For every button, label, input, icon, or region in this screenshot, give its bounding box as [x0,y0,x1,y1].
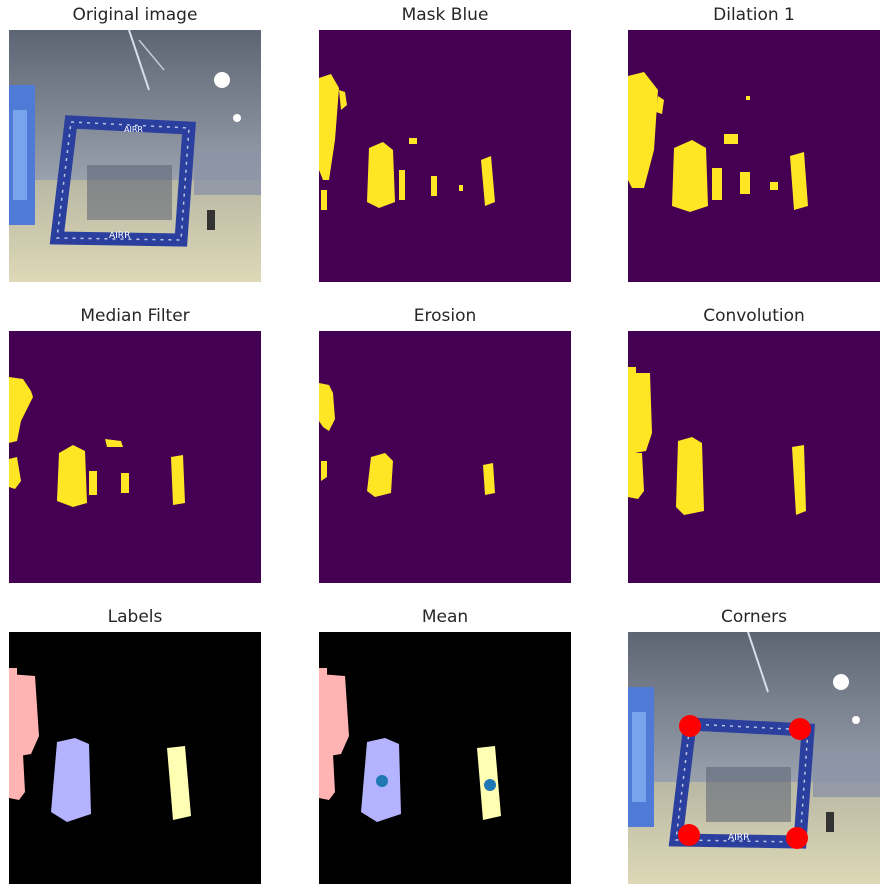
title-dilation: Dilation 1 [713,5,795,25]
convolution-panel [628,331,880,583]
mean-panel [319,632,571,884]
corner-dot-bottom-left [678,824,700,846]
corners-gate-text: AIRR [728,833,749,843]
original-image-panel: AIRR AIRR [9,30,261,282]
corners-panel: AIRR [628,632,880,884]
labels-panel [9,632,261,884]
mean-dot-2 [484,779,496,791]
title-erosion: Erosion [413,306,477,326]
gate-top-text: AIRR [124,125,143,134]
mean-dot-1 [376,775,388,787]
corner-dot-bottom-right [786,827,808,849]
corner-dot-top-left [679,715,701,737]
erosion-panel [319,331,571,583]
gate-bottom-text: AIRR [109,231,130,241]
dilation-panel [628,30,880,282]
title-labels: Labels [107,607,163,627]
title-mask-blue: Mask Blue [401,5,489,25]
title-median-filter: Median Filter [80,306,190,326]
title-original: Original image [72,5,198,25]
title-convolution: Convolution [703,306,805,326]
mask-blue-panel [319,30,571,282]
median-filter-panel [9,331,261,583]
corner-dot-top-right [789,718,811,740]
title-mean: Mean [421,607,469,627]
title-corners: Corners [720,607,788,627]
